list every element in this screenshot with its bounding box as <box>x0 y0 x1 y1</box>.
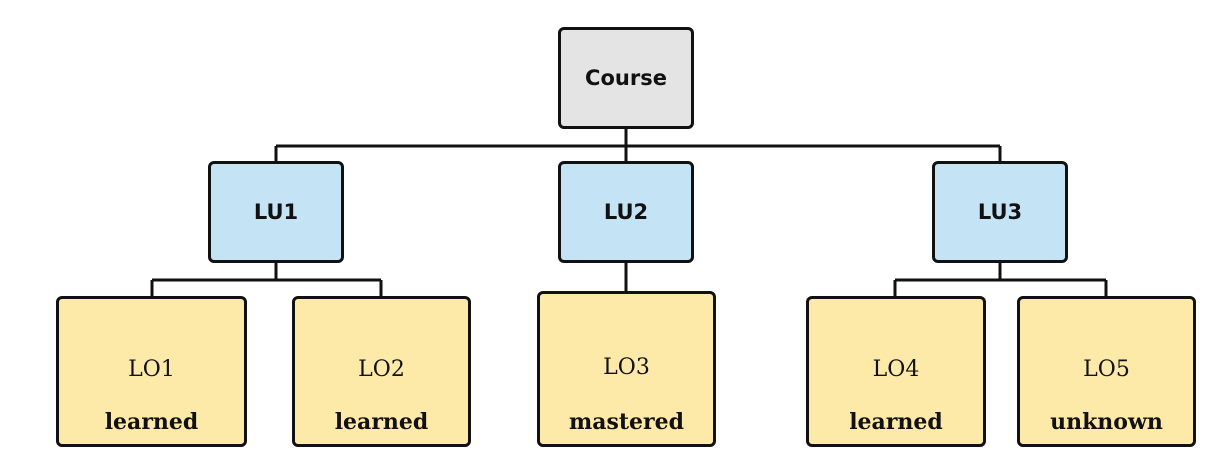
objective-node-lo5: LO5 unknown <box>1017 296 1196 447</box>
objective-id: LO1 <box>128 357 175 382</box>
objective-status: unknown <box>1050 409 1163 435</box>
course-label: Course <box>585 66 667 90</box>
objective-node-lo4: LO4 learned <box>806 296 986 447</box>
unit-label: LU3 <box>977 200 1023 224</box>
objective-id: LO3 <box>603 355 650 380</box>
objective-id: LO2 <box>358 357 405 382</box>
objective-node-lo2: LO2 learned <box>292 296 471 447</box>
unit-label: LU2 <box>603 200 649 224</box>
objective-node-lo3: LO3 mastered <box>537 291 716 447</box>
objective-status: learned <box>104 409 199 435</box>
unit-node-lu1: LU1 <box>208 161 344 263</box>
unit-node-lu3: LU3 <box>932 161 1068 263</box>
course-node: Course <box>558 27 694 129</box>
objective-node-lo1: LO1 learned <box>56 296 247 447</box>
objective-status: learned <box>334 409 429 435</box>
objective-id: LO4 <box>872 357 920 382</box>
unit-label: LU1 <box>253 200 299 224</box>
unit-node-lu2: LU2 <box>558 161 694 263</box>
objective-status: learned <box>849 409 943 435</box>
objective-status: mastered <box>568 409 685 435</box>
objective-id: LO5 <box>1083 357 1130 382</box>
